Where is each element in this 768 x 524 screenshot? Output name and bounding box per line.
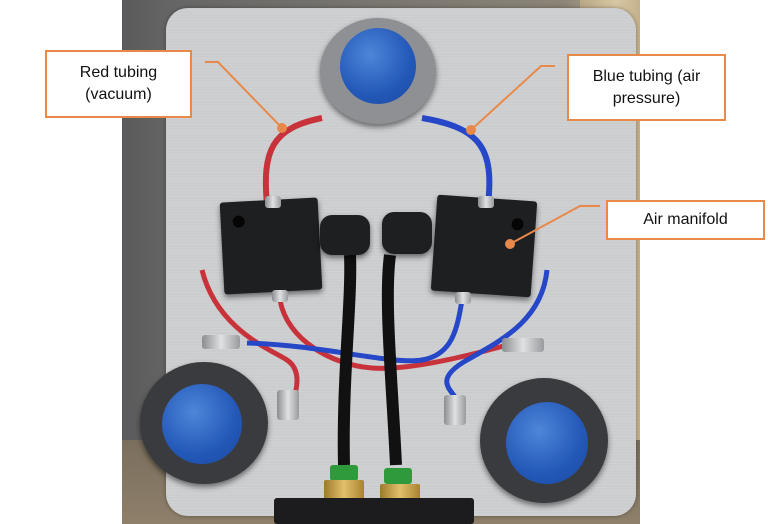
bottom-left-vacuum-puck [140,362,268,484]
puck-face [162,384,242,464]
callout-blue-tubing: Blue tubing (air pressure) [567,54,726,121]
callout-blue-tubing-line1: Blue tubing (air [592,67,701,85]
callout-red-tubing-line2: (vacuum) [85,86,152,103]
left-air-manifold [219,197,323,295]
callout-air-manifold: Air manifold [606,200,765,240]
puck-face [506,402,588,484]
left-elbow-fitting [320,215,370,255]
callout-red-tubing-line1: Red tubing [79,64,158,81]
bottom-right-vacuum-puck [480,378,608,503]
puck-face [340,28,416,104]
callout-red-tubing: Red tubing (vacuum) [45,50,192,118]
assembly-photo [122,0,640,524]
mounting-bracket [274,498,474,524]
callout-blue-tubing-line2: pressure) [612,89,681,107]
right-elbow-fitting [382,212,432,254]
callout-air-manifold-label: Air manifold [643,211,728,228]
top-vacuum-puck [320,18,436,124]
right-air-manifold [430,194,538,298]
tubing-paths [199,115,550,466]
